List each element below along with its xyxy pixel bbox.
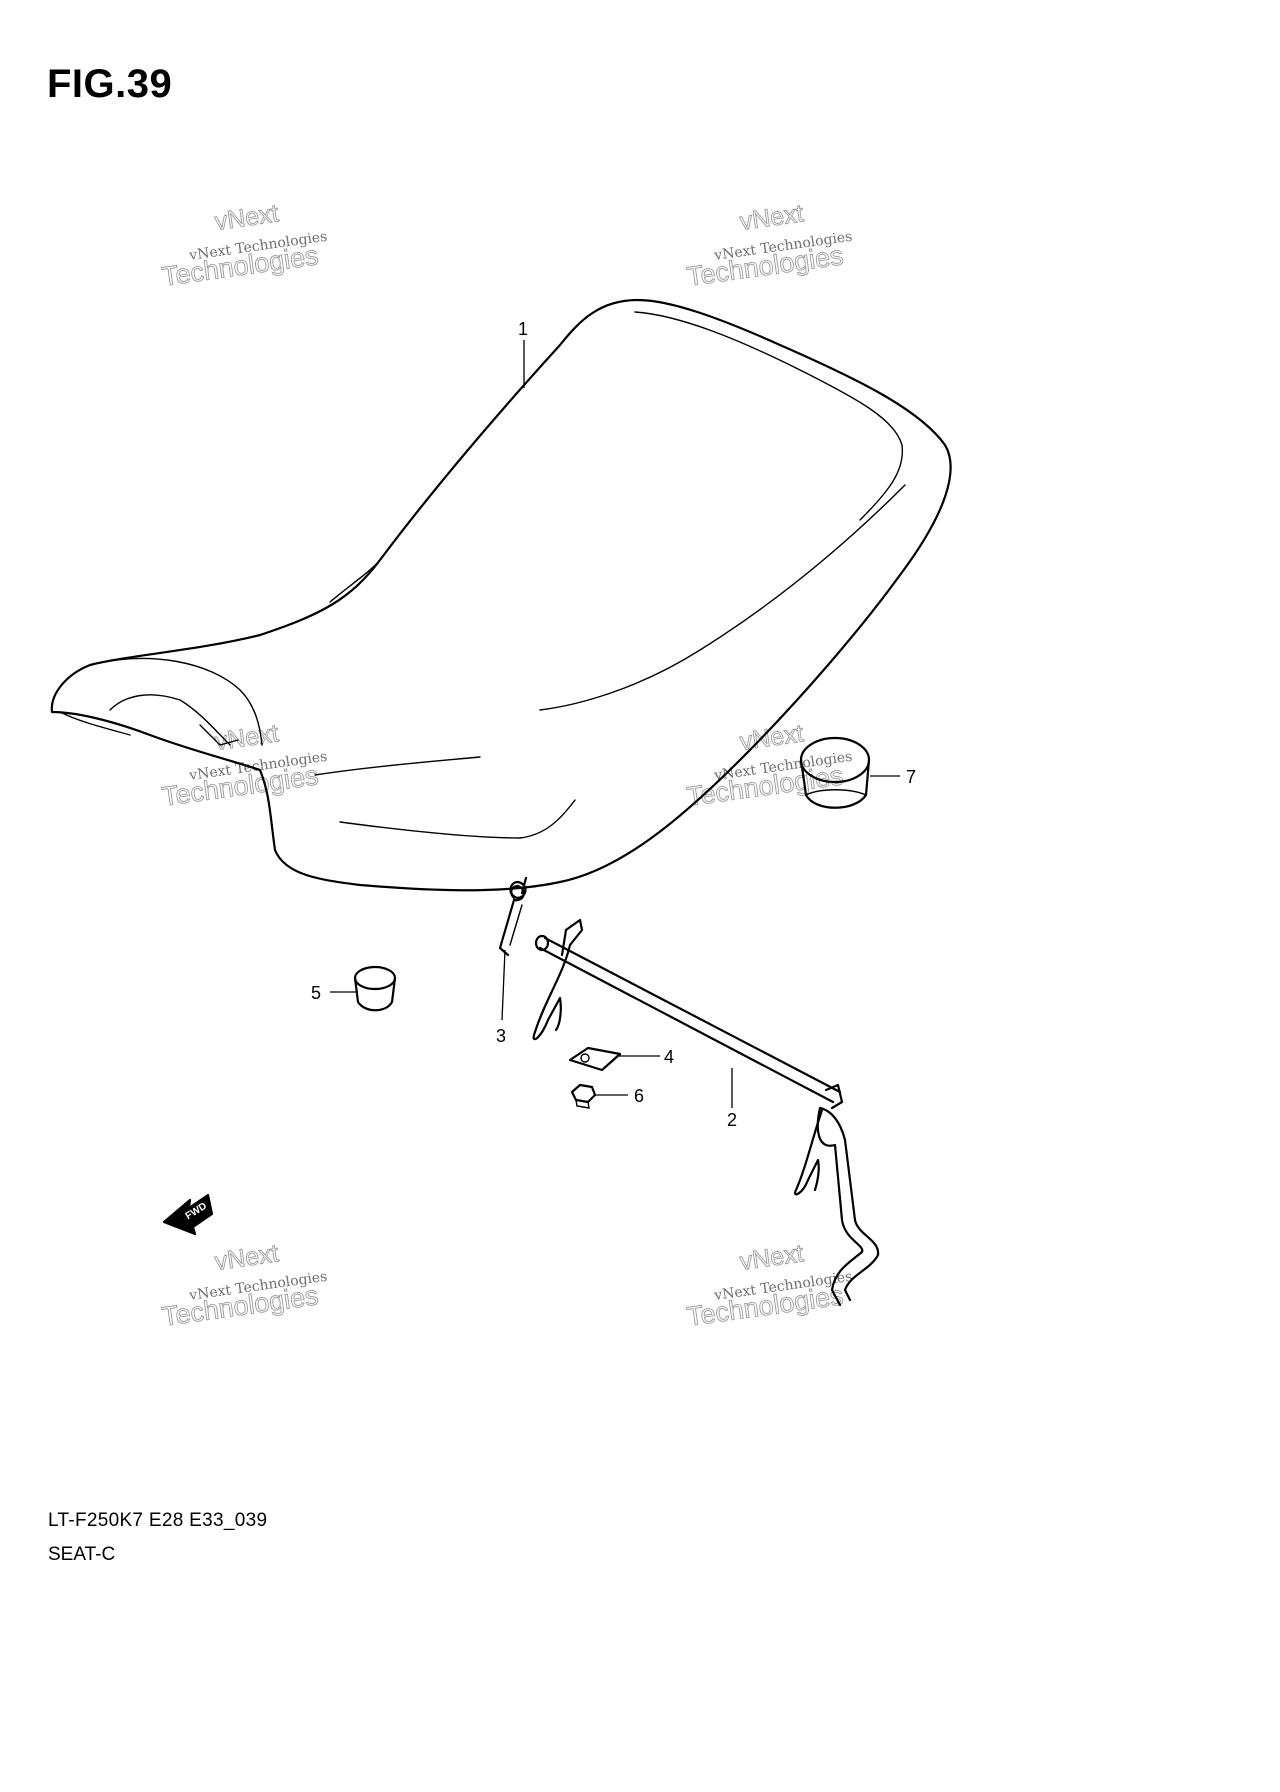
watermark-6: vNext vNext Technologies Technologies: [685, 1239, 854, 1332]
section-name-text: SEAT-C: [48, 1544, 116, 1565]
nut-part: [570, 1083, 597, 1109]
watermark-top-text: vNext: [213, 199, 280, 236]
cushion-part: [799, 736, 871, 809]
watermark-5: vNext vNext Technologies Technologies: [160, 1239, 329, 1332]
callout-4: 4: [664, 1047, 674, 1067]
rod-part: [532, 918, 880, 1307]
small-cushion-part: [353, 965, 397, 1012]
watermark-top-text: vNext: [213, 1239, 280, 1276]
spring-part: [498, 876, 528, 957]
watermark-top-text: vNext: [738, 199, 805, 236]
leader-lines: [330, 340, 900, 1108]
watermark-top-text: vNext: [738, 1239, 805, 1276]
callout-labels: 1 2 3 4 5 6 7: [311, 319, 916, 1130]
callout-6: 6: [634, 1086, 644, 1106]
watermark-1: vNext vNext Technologies Technologies: [160, 199, 329, 292]
watermark-4: vNext vNext Technologies Technologies: [685, 719, 854, 812]
callout-5: 5: [311, 983, 321, 1003]
watermark-3: vNext vNext Technologies Technologies: [160, 719, 329, 812]
callout-2: 2: [727, 1110, 737, 1130]
callout-1: 1: [518, 319, 528, 339]
seat-part: [50, 298, 952, 892]
model-code-text: LT-F250K7 E28 E33_039: [48, 1510, 268, 1531]
plate-part: [568, 1046, 622, 1072]
figure-title: FIG.39: [47, 62, 173, 106]
watermark-group: vNext vNext Technologies Technologies vN…: [160, 199, 854, 1332]
watermark-2: vNext vNext Technologies Technologies: [685, 199, 854, 292]
fwd-arrow-icon: FWD: [162, 1193, 214, 1236]
callout-7: 7: [906, 767, 916, 787]
callout-3: 3: [496, 1026, 506, 1046]
